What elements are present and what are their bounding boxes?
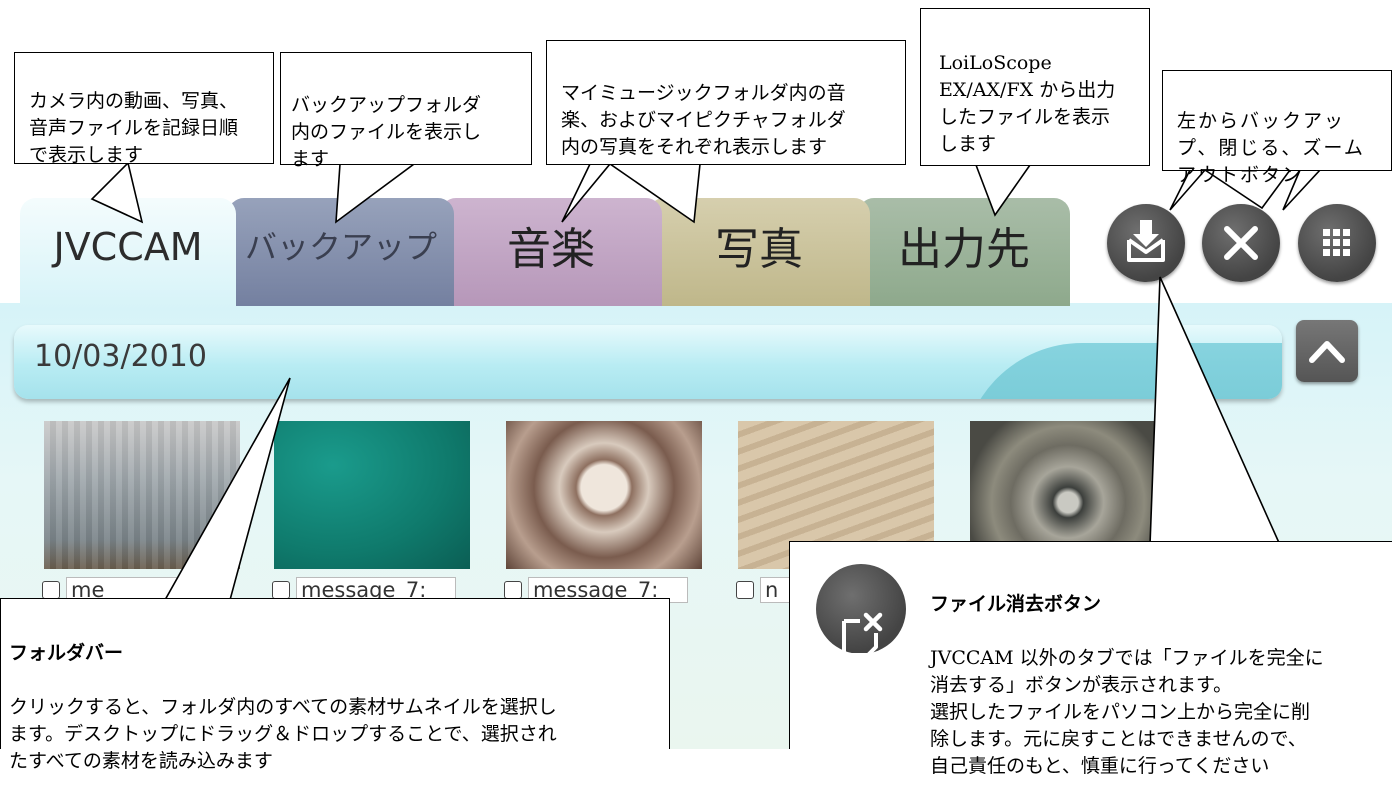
tab-jvccam[interactable]: JVCCAM: [20, 198, 236, 310]
callout-music-photo-text: マイミュージックフォルダ内の音 楽、およびマイピクチャフォルダ 内の写真をそれぞ…: [561, 82, 846, 158]
collapse-button[interactable]: [1296, 320, 1358, 382]
checkbox[interactable]: [42, 581, 60, 599]
delete-file-icon: [842, 612, 883, 657]
tab-photo-label: 写真: [715, 224, 803, 275]
callout-output-text: LoiLoScope EX/AX/FX から出力 したファイルを表示 します: [939, 52, 1116, 155]
thumbnail[interactable]: [506, 421, 702, 569]
tab-backup-label: バックアップ: [244, 228, 437, 266]
chevron-up-icon: [1309, 341, 1345, 363]
thumbnail[interactable]: [44, 421, 240, 569]
checkbox[interactable]: [736, 581, 754, 599]
tab-output[interactable]: 出力先: [858, 198, 1070, 306]
tab-music-label: 音楽: [507, 224, 595, 275]
checkbox[interactable]: [272, 581, 290, 599]
callout-folder-bar: フォルダバー クリックすると、フォルダ内のすべての素材サムネイルを選択し ます。…: [0, 598, 670, 772]
callout-folder-bar-title: フォルダバー: [9, 642, 124, 664]
folder-bar-decoration: [962, 343, 1282, 399]
close-button[interactable]: [1202, 204, 1280, 282]
callout-backup-text: バックアップフォルダ 内のファイルを表示し ます: [291, 94, 482, 170]
grid-icon: [1323, 229, 1350, 256]
close-icon: [1224, 226, 1258, 260]
checkbox[interactable]: [504, 581, 522, 599]
delete-file-button[interactable]: [816, 564, 906, 657]
callout-jvccam-text: カメラ内の動画、写真、 音声ファイルを記録日順 で表示します: [29, 90, 239, 166]
callout-output: LoiLoScope EX/AX/FX から出力 したファイルを表示 します: [920, 8, 1150, 166]
thumbnail[interactable]: [274, 421, 470, 569]
backup-icon: [1127, 220, 1165, 262]
callout-folder-bar-body: クリックすると、フォルダ内のすべての素材サムネイルを選択し ます。デスクトップに…: [9, 696, 557, 772]
callout-backup: バックアップフォルダ 内のファイルを表示し ます: [280, 52, 532, 170]
tab-backup[interactable]: バックアップ: [228, 198, 454, 306]
folder-bar[interactable]: 10/03/2010: [14, 325, 1282, 399]
tab-photo[interactable]: 写真: [648, 198, 870, 306]
folder-bar-date: 10/03/2010: [34, 339, 207, 374]
callout-delete-title: ファイル消去ボタン: [930, 593, 1102, 615]
zoom-out-button[interactable]: [1298, 204, 1376, 282]
callout-jvccam: カメラ内の動画、写真、 音声ファイルを記録日順 で表示します: [14, 52, 274, 166]
tab-music[interactable]: 音楽: [440, 198, 662, 306]
callout-buttons-text: 左からバックアッ プ、閉じる、ズーム アウトボタン: [1177, 110, 1365, 186]
backup-button[interactable]: [1107, 204, 1185, 282]
callout-delete-body: JVCCAM 以外のタブでは「ファイルを完全に 消去する」ボタンが表示されます。…: [930, 647, 1324, 777]
callout-delete-file: ファイル消去ボタン JVCCAM 以外のタブでは「ファイルを完全に 消去する」ボ…: [789, 541, 1392, 777]
callout-buttons: 左からバックアッ プ、閉じる、ズーム アウトボタン: [1162, 70, 1392, 186]
tab-output-label: 出力先: [898, 224, 1030, 275]
callout-music-photo: マイミュージックフォルダ内の音 楽、およびマイピクチャフォルダ 内の写真をそれぞ…: [546, 40, 906, 165]
tab-jvccam-label: JVCCAM: [53, 225, 203, 269]
